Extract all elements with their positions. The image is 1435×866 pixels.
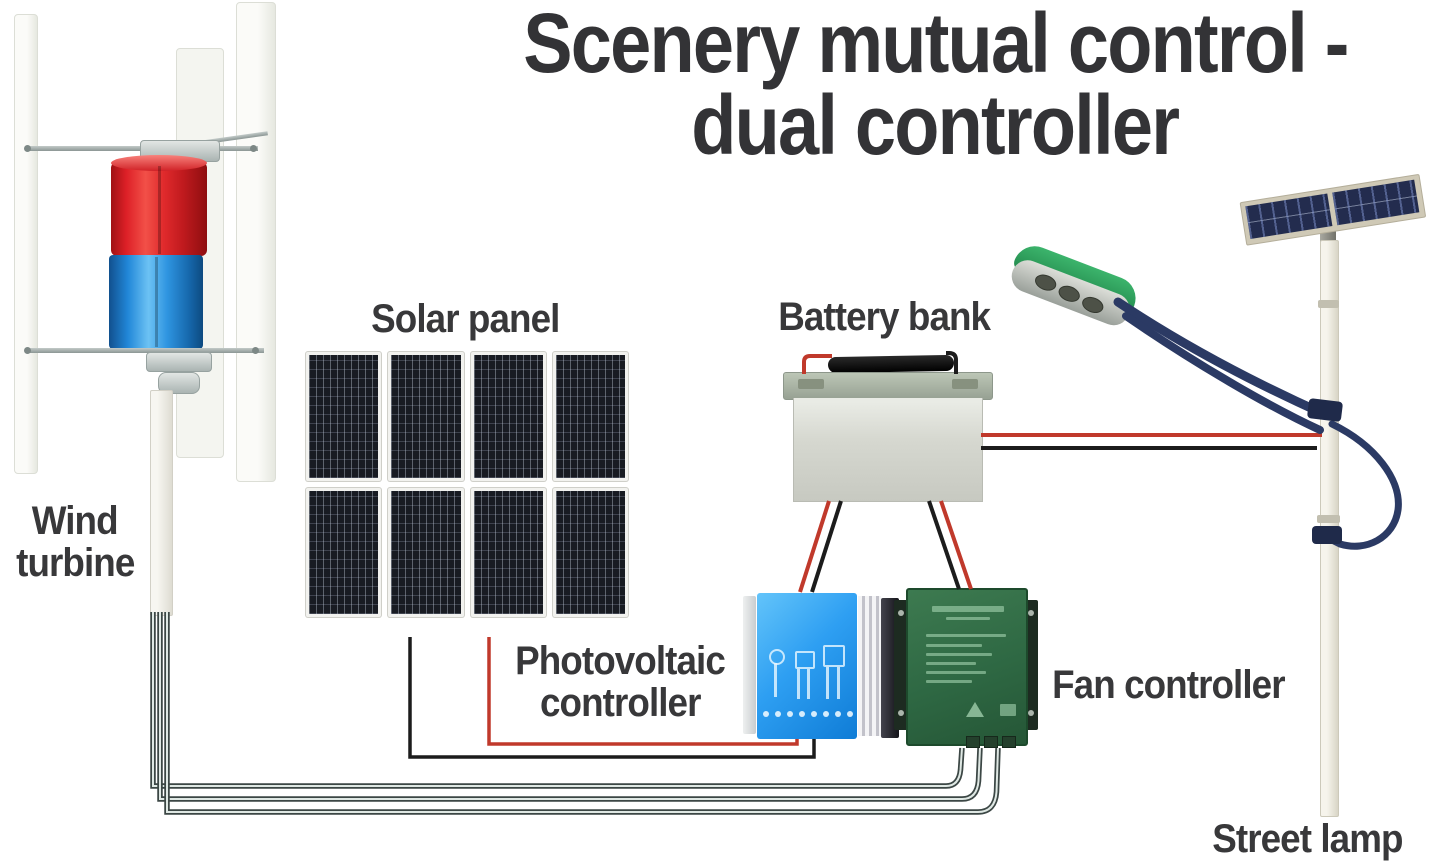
terminal-dot	[763, 711, 769, 717]
bolt	[24, 347, 31, 354]
turbine-arm-bottom	[26, 348, 264, 353]
solar-panel-cell	[306, 488, 382, 617]
turbine-rotor-red	[111, 155, 207, 256]
pv-front-panel	[757, 593, 857, 739]
bolt	[252, 347, 259, 354]
fan-badge	[1000, 704, 1016, 716]
fan-controller-label: Fan controller	[1052, 663, 1285, 707]
wire-battery-fan-positive	[939, 500, 973, 590]
bolt	[250, 145, 257, 152]
wire-battery-pv-positive	[798, 500, 831, 593]
street-lamp	[1000, 173, 1435, 820]
photovoltaic-controller	[743, 592, 899, 740]
title-line-2: dual controller	[691, 78, 1181, 172]
turbine-mount	[146, 352, 212, 372]
battery-icon	[795, 651, 815, 669]
battery-bank-label: Battery bank	[778, 295, 992, 339]
pole-collar	[1317, 515, 1340, 523]
photovoltaic-controller-label: Photovoltaic controller	[515, 639, 727, 725]
lamp-head	[1002, 239, 1144, 341]
battery-lid	[783, 372, 993, 400]
turbine-pole	[150, 390, 173, 616]
turbine-coupler	[158, 372, 200, 394]
title-line-1: Scenery mutual control -	[522, 0, 1349, 90]
turbine-blade-right	[236, 2, 276, 482]
solar-panel-cell	[552, 488, 628, 617]
pole-collar	[1318, 300, 1339, 308]
warning-triangle-icon	[966, 702, 984, 717]
turbine-rotor-blue	[109, 255, 203, 349]
page-title: Scenery mutual control - dual controller	[420, 0, 1435, 172]
solar-panel-array	[306, 352, 628, 617]
battery-icon-pins	[797, 669, 800, 699]
wire-battery-pv-negative	[810, 500, 843, 593]
turbine-blade-left	[14, 14, 38, 474]
solar-panel-cell	[306, 352, 382, 481]
pv-heatsink-light	[858, 596, 881, 736]
bulb-icon-stem	[774, 663, 777, 697]
battery-body	[793, 398, 983, 502]
solar-panel-cell	[552, 352, 628, 481]
wind-turbine	[0, 0, 300, 620]
solar-panel-label: Solar panel	[370, 297, 560, 341]
wire-battery-fan-negative	[927, 500, 961, 590]
wind-turbine-label: Wind turbine	[15, 499, 135, 585]
pv-side-bracket	[743, 596, 756, 734]
lamp-pole	[1320, 240, 1339, 817]
solar-panel-cell	[470, 352, 546, 481]
bolt	[24, 145, 31, 152]
solar-panel-cell	[388, 488, 464, 617]
bulb-icon	[769, 649, 785, 665]
solar-panel-cell	[470, 488, 546, 617]
battery-bank	[780, 350, 995, 505]
street-lamp-label: Street lamp	[1211, 817, 1403, 861]
battery-handle	[827, 354, 955, 374]
solar-panel-cell	[388, 352, 464, 481]
solar-icon-pins	[826, 667, 829, 699]
solar-icon	[823, 645, 845, 667]
